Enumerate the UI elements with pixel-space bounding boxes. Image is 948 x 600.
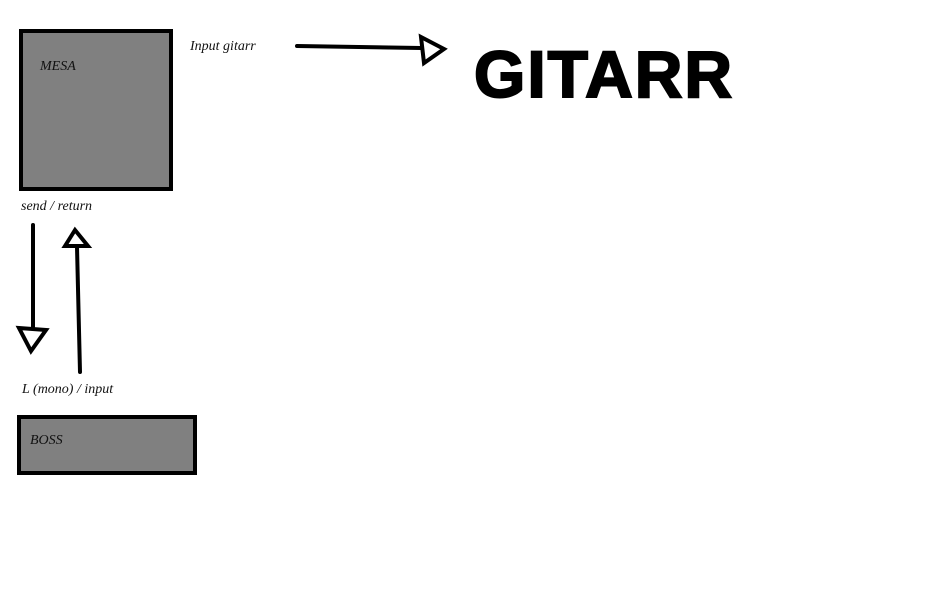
send-return-label: send / return — [21, 199, 92, 215]
send-arrow — [15, 223, 50, 355]
boss-label: BOSS — [30, 433, 63, 448]
return-arrow — [61, 226, 93, 374]
send-return-separator: / — [50, 199, 55, 214]
input-gitarr-arrow-head — [418, 33, 448, 67]
return-arrow-head — [61, 226, 93, 248]
mesa-amp-box: MESA — [19, 29, 173, 191]
guitar-title: GITARR — [473, 36, 735, 112]
return-arrow-shaft — [75, 245, 82, 374]
mesa-label: MESA — [40, 59, 76, 74]
input-gitarr-label: Input gitarr — [190, 39, 256, 54]
l-mono-input-label: L (mono) / input — [22, 382, 113, 398]
boss-pedal-box: BOSS — [17, 415, 197, 475]
input-label: input — [84, 382, 114, 397]
l-mono-label: L (mono) — [22, 382, 74, 397]
send-arrow-head — [15, 325, 50, 355]
input-gitarr-arrow-shaft — [295, 44, 423, 50]
send-label: send — [21, 199, 47, 214]
input-gitarr-arrow — [295, 33, 448, 67]
return-label: return — [57, 199, 93, 214]
pedal-ports-separator: / — [76, 382, 81, 397]
